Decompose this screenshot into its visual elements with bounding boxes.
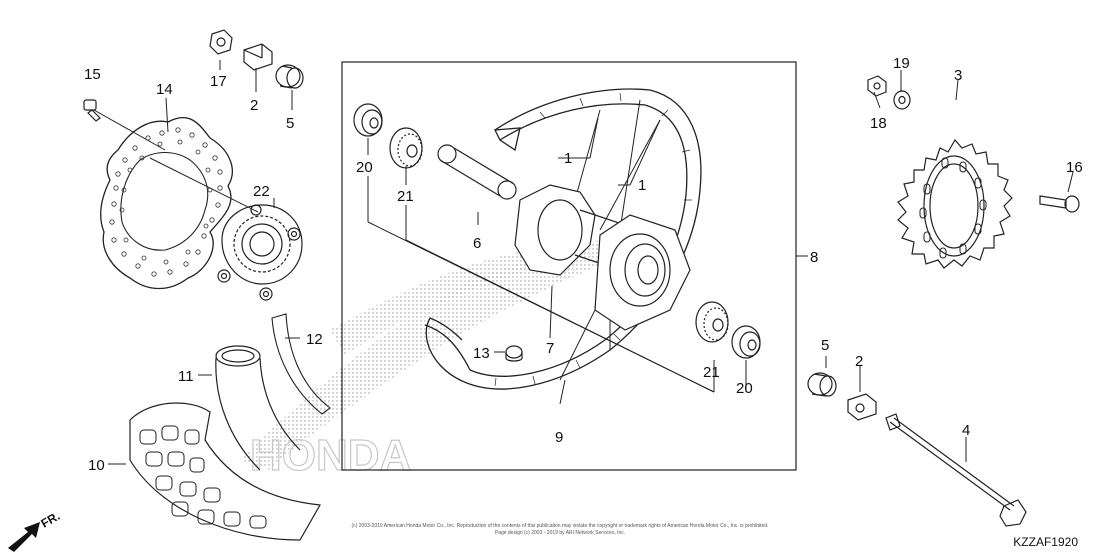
bearing-part-21-right xyxy=(695,301,729,343)
wheel-assembly-frame xyxy=(341,61,797,471)
pulser-ring-part-22 xyxy=(217,204,303,301)
callout-4: 4 xyxy=(962,422,970,439)
callout-17: 17 xyxy=(210,73,227,90)
collar-part-5-top xyxy=(275,64,304,89)
brake-disc-part-14 xyxy=(100,116,233,290)
callout-8: 8 xyxy=(810,249,818,266)
callout-9: 9 xyxy=(555,429,563,446)
valve-part-13 xyxy=(505,345,523,362)
honda-watermark: HONDA xyxy=(240,240,610,481)
callout-5: 5 xyxy=(286,115,294,132)
bolt-part-15 xyxy=(83,99,101,122)
callout-11: 11 xyxy=(178,368,194,385)
collar-part-5-bottom xyxy=(807,372,837,397)
callout-12: 12 xyxy=(306,331,323,348)
callout-5: 5 xyxy=(821,337,829,354)
callout-6: 6 xyxy=(473,235,481,252)
tire-part-10 xyxy=(129,402,321,541)
adjuster-part-2-bottom xyxy=(847,393,877,421)
callout-13: 13 xyxy=(473,345,490,362)
nut-part-18 xyxy=(867,75,887,97)
adjuster-part-2-top xyxy=(243,43,273,71)
callout-20: 20 xyxy=(356,159,373,176)
watermark-text: HONDA xyxy=(250,431,411,480)
hub-part-7 xyxy=(514,184,691,331)
callout-3: 3 xyxy=(954,67,962,84)
tube-part-11 xyxy=(215,345,301,471)
rim-band-part-12 xyxy=(271,313,331,415)
callout-19: 19 xyxy=(893,55,910,72)
callouts: 1 1 2 2 3 4 5 5 6 7 8 9 10 11 12 13 14 1… xyxy=(84,55,1083,474)
nut-part-17 xyxy=(209,29,233,55)
callout-10: 10 xyxy=(88,457,105,474)
copyright-line-1: (c) 2003-2019 American Honda Motor Co., … xyxy=(352,523,769,529)
sprocket-part-3 xyxy=(897,138,1013,269)
washer-part-19 xyxy=(893,90,911,110)
copyright-line-2: Page design (c) 2003 - 2019 by ARI Netwo… xyxy=(495,530,625,536)
leader-lines xyxy=(93,60,1074,465)
callout-22: 22 xyxy=(253,183,270,200)
callout-21: 21 xyxy=(703,364,720,381)
callout-1: 1 xyxy=(638,177,646,194)
callout-2: 2 xyxy=(250,97,258,114)
callout-20: 20 xyxy=(736,380,753,397)
callout-14: 14 xyxy=(156,81,173,98)
spacer-part-6 xyxy=(437,144,517,200)
spokes-part-1 xyxy=(559,99,661,381)
callout-18: 18 xyxy=(870,115,887,132)
seal-part-20-right xyxy=(731,325,761,359)
callout-7: 7 xyxy=(546,340,554,357)
bearing-part-21-left xyxy=(389,127,423,169)
callout-21: 21 xyxy=(397,188,414,205)
axle-part-4 xyxy=(885,413,1027,527)
front-direction-arrow: FR. xyxy=(8,509,62,552)
callout-1: 1 xyxy=(564,150,572,167)
bolt-part-16 xyxy=(1039,195,1080,213)
seal-part-20-left xyxy=(353,103,383,137)
callout-16: 16 xyxy=(1066,159,1083,176)
direction-label: FR. xyxy=(39,509,63,531)
callout-15: 15 xyxy=(84,66,101,83)
callout-2: 2 xyxy=(855,353,863,370)
diagram-code: KZZAF1920 xyxy=(1013,535,1078,549)
